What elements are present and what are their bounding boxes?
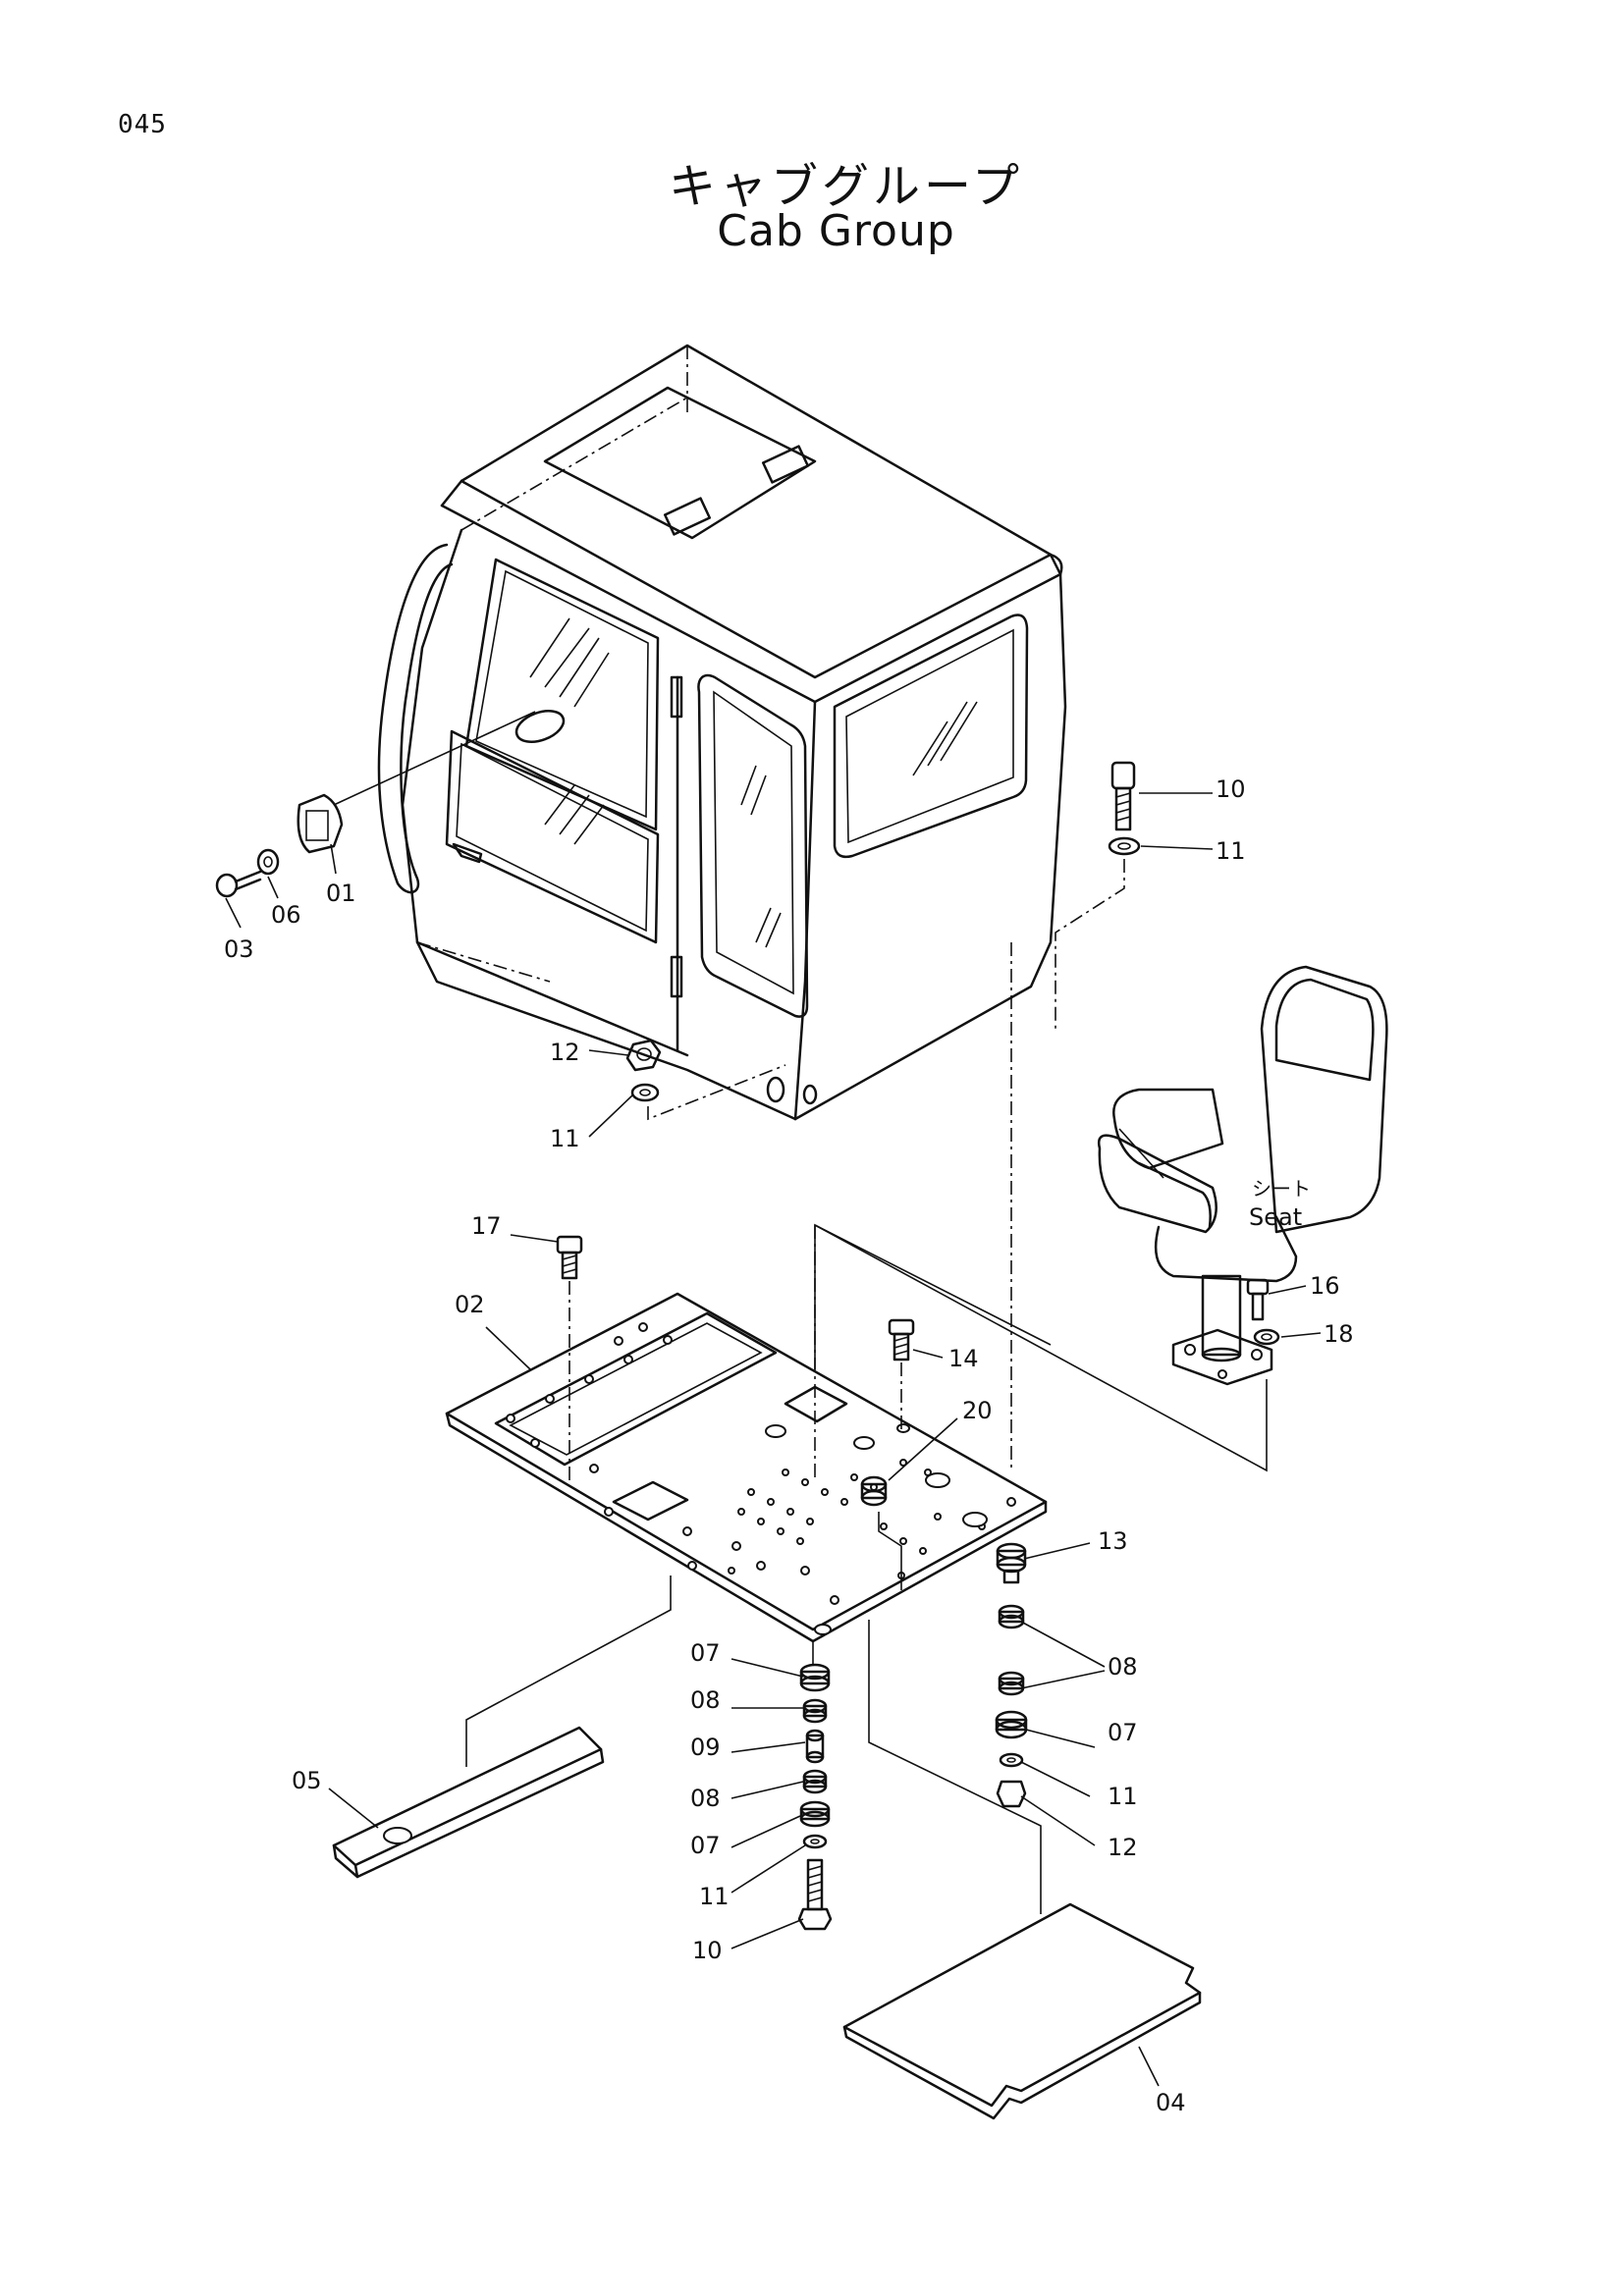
callout-08-left-upper: 08: [690, 1686, 721, 1714]
part-05-plate: [332, 1726, 605, 1879]
callout-07-left-lower: 07: [690, 1832, 721, 1859]
callout-18: 18: [1324, 1320, 1354, 1348]
callout-01: 01: [326, 880, 356, 907]
callout-16: 16: [1310, 1272, 1340, 1300]
callout-17: 17: [471, 1212, 502, 1240]
left-mount-stack: [797, 1663, 833, 1931]
callout-09: 09: [690, 1734, 721, 1761]
part-03-screw: [215, 870, 262, 898]
callout-13: 13: [1098, 1527, 1128, 1555]
part-14-bolt: [888, 1318, 915, 1362]
cab-assembly: [377, 344, 1067, 1121]
callout-11-cab-right: 11: [1216, 837, 1246, 865]
page-title-english: Cab Group: [717, 206, 955, 256]
callout-labels: 01 02 03 04 05 06 07 07 07 08 08 08 09 1…: [224, 775, 1354, 2116]
callout-06: 06: [271, 901, 301, 929]
callout-20: 20: [962, 1397, 993, 1424]
callout-02: 02: [455, 1291, 485, 1318]
callout-11-cab-left: 11: [550, 1125, 580, 1152]
seat-label-english: Seat: [1249, 1203, 1302, 1231]
part-20-grommet: [860, 1475, 888, 1507]
part-04-floor-mat: [842, 1902, 1202, 2120]
part-10-bolt-upper: [1110, 761, 1136, 831]
callout-08-left-lower: 08: [690, 1785, 721, 1812]
page-number: 045: [118, 110, 167, 139]
callout-08-right: 08: [1108, 1653, 1138, 1681]
callout-10-upper: 10: [1216, 775, 1246, 803]
callout-07-right: 07: [1108, 1719, 1138, 1746]
callout-12-cab: 12: [550, 1039, 580, 1066]
seat-assembly: [1097, 965, 1388, 1386]
callout-10-lower: 10: [692, 1937, 723, 1964]
part-12-nut-upper: [625, 1039, 662, 1072]
callout-07-left-upper: 07: [690, 1639, 721, 1667]
callout-14: 14: [948, 1345, 979, 1372]
part-17-bolt: [556, 1235, 583, 1280]
part-11-washer-mid: [630, 1083, 660, 1102]
callout-03: 03: [224, 935, 254, 963]
right-mount-stack: [995, 1542, 1028, 1808]
leader-lines: [225, 792, 1322, 2087]
callout-12-right-stack: 12: [1108, 1834, 1138, 1861]
part-01-cab-light: [297, 711, 536, 854]
seat-label-japanese: シート: [1252, 1177, 1311, 1201]
callout-04: 04: [1156, 2089, 1186, 2116]
part-11-washer-upper: [1108, 836, 1141, 856]
callout-11-left-stack: 11: [699, 1883, 730, 1910]
page-title-japanese: キャブグループ: [668, 159, 1024, 214]
callout-11-right-stack: 11: [1108, 1783, 1138, 1810]
part-16-seat-bolt: [1246, 1278, 1270, 1321]
callout-05: 05: [292, 1767, 322, 1794]
part-18-seat-washer: [1253, 1328, 1280, 1346]
part-06-washer: [256, 848, 280, 876]
